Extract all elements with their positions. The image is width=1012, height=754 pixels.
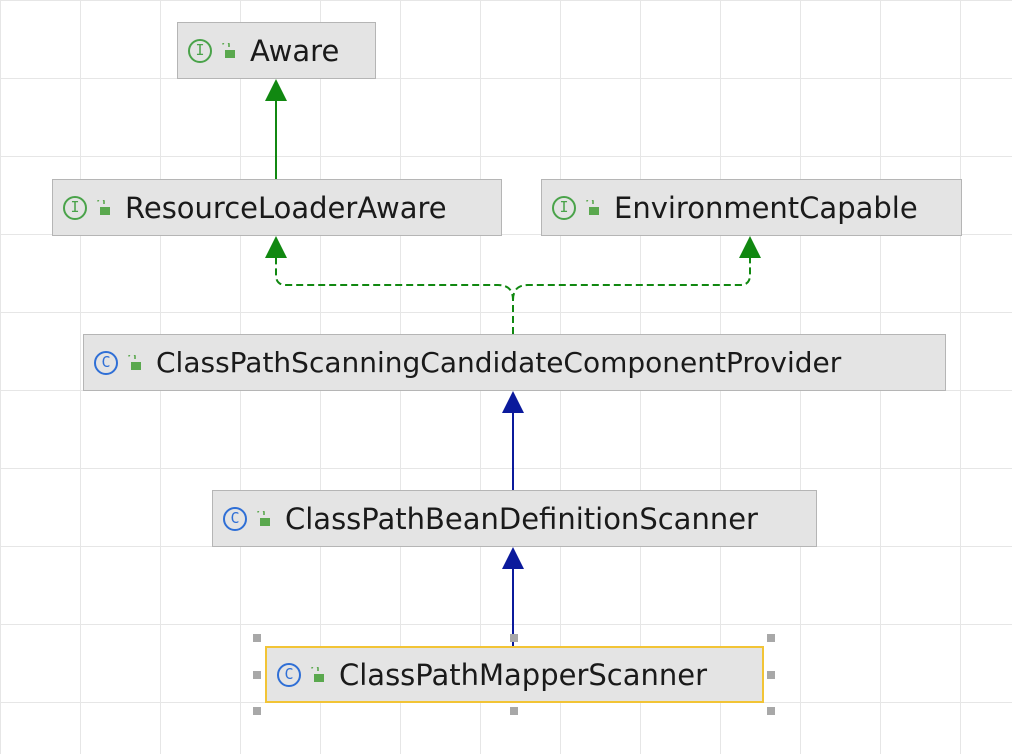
interface-icon: I <box>552 195 576 220</box>
selection-handle[interactable] <box>253 634 261 642</box>
node-label: ClassPathMapperScanner <box>339 657 708 692</box>
node-label: ClassPathScanningCandidateComponentProvi… <box>156 346 842 379</box>
selection-handle[interactable] <box>253 707 261 715</box>
node-resource-loader-aware[interactable]: I ResourceLoaderAware <box>52 179 502 236</box>
arrowhead-cpscp <box>502 391 524 413</box>
edge-cpscp-to-ec <box>512 258 751 301</box>
selection-handle[interactable] <box>767 707 775 715</box>
node-class-path-mapper-scanner[interactable]: C ClassPathMapperScanner <box>265 646 764 703</box>
arrowhead-aware <box>265 79 287 101</box>
lock-open-icon <box>222 42 235 58</box>
node-label: Aware <box>250 33 340 68</box>
lock-open-icon <box>586 199 599 215</box>
interface-icon: I <box>188 38 212 63</box>
selection-handle[interactable] <box>767 671 775 679</box>
lock-open-icon <box>257 510 270 526</box>
selection-handle[interactable] <box>767 634 775 642</box>
lock-open-icon <box>97 199 110 215</box>
node-class-path-bean-definition-scanner[interactable]: C ClassPathBeanDefinitionScanner <box>212 490 817 547</box>
selection-handle[interactable] <box>253 671 261 679</box>
selection-handle[interactable] <box>510 707 518 715</box>
edge-cpscp-to-rla <box>275 258 514 334</box>
arrowhead-rla <box>265 236 287 258</box>
lock-open-icon <box>311 666 324 682</box>
class-icon: C <box>277 662 301 687</box>
arrowhead-ec <box>739 236 761 258</box>
arrowhead-cpbds <box>502 547 524 569</box>
class-icon: C <box>94 350 118 375</box>
interface-icon: I <box>63 195 87 220</box>
selection-handle[interactable] <box>510 634 518 642</box>
node-environment-capable[interactable]: I EnvironmentCapable <box>541 179 962 236</box>
lock-open-icon <box>128 354 141 370</box>
node-class-path-scanning-candidate-component-provider[interactable]: C ClassPathScanningCandidateComponentPro… <box>83 334 946 391</box>
node-label: ClassPathBeanDefinitionScanner <box>285 501 758 536</box>
node-label: ResourceLoaderAware <box>125 190 447 225</box>
node-label: EnvironmentCapable <box>614 190 918 225</box>
class-icon: C <box>223 506 247 531</box>
node-aware[interactable]: I Aware <box>177 22 376 79</box>
